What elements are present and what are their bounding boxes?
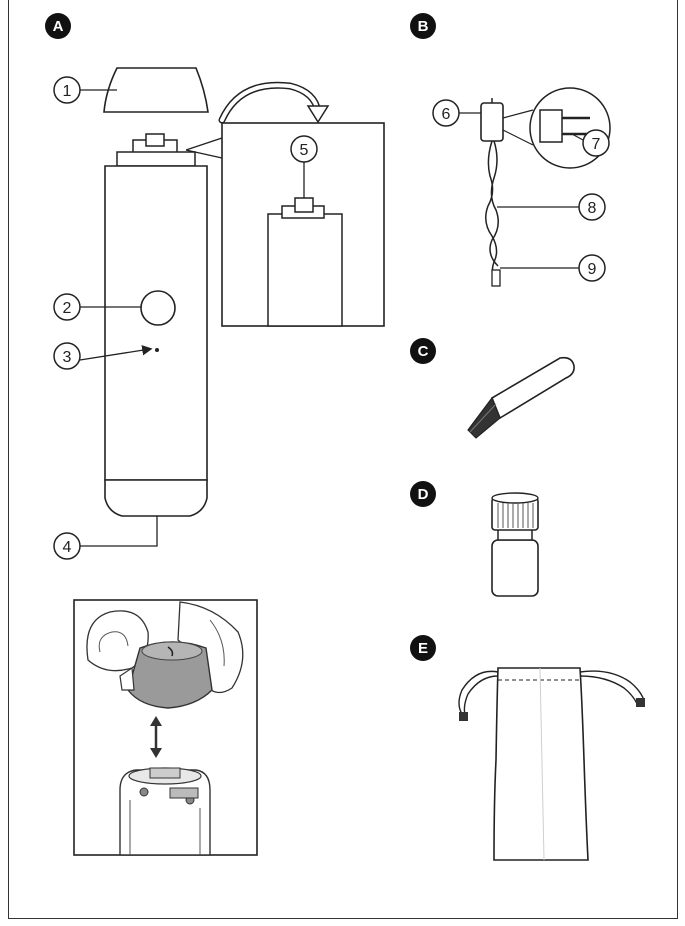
svg-text:9: 9 [588,261,597,278]
section-badge-c: C [410,338,436,364]
callout-2: 2 [53,293,141,321]
inset-cap-removal [73,599,258,856]
trimmer-body [104,133,208,517]
section-label-c: C [418,343,429,360]
cleaning-brush [467,356,575,439]
callout-1: 1 [53,76,117,104]
section-badge-a: A [45,13,71,39]
svg-text:6: 6 [442,106,451,123]
section-label-a: A [53,18,64,35]
section-badge-b: B [410,13,436,39]
section-label-d: D [418,486,429,503]
oil-bottle [491,492,539,597]
page-frame [8,0,678,919]
charge-indicator [155,348,159,352]
callout-4: 4 [53,516,158,560]
callout-9: 9 [500,254,606,282]
svg-text:3: 3 [63,349,72,366]
svg-text:2: 2 [63,300,72,317]
storage-pouch [458,667,645,861]
svg-text:5: 5 [300,142,309,159]
svg-text:4: 4 [63,539,72,556]
section-badge-d: D [410,481,436,507]
callout-6: 6 [432,99,481,127]
callout-8: 8 [497,193,606,221]
callout-7: 7 [571,129,610,157]
svg-text:1: 1 [63,83,72,100]
callout-3: 3 [53,342,153,370]
svg-text:7: 7 [592,136,601,153]
detail-blade-top [267,197,343,327]
section-label-b: B [418,18,429,35]
section-label-e: E [418,640,428,657]
protective-cap [103,67,209,113]
svg-text:8: 8 [588,200,597,217]
power-switch [140,290,176,326]
callout-5: 5 [290,135,318,198]
section-badge-e: E [410,635,436,661]
